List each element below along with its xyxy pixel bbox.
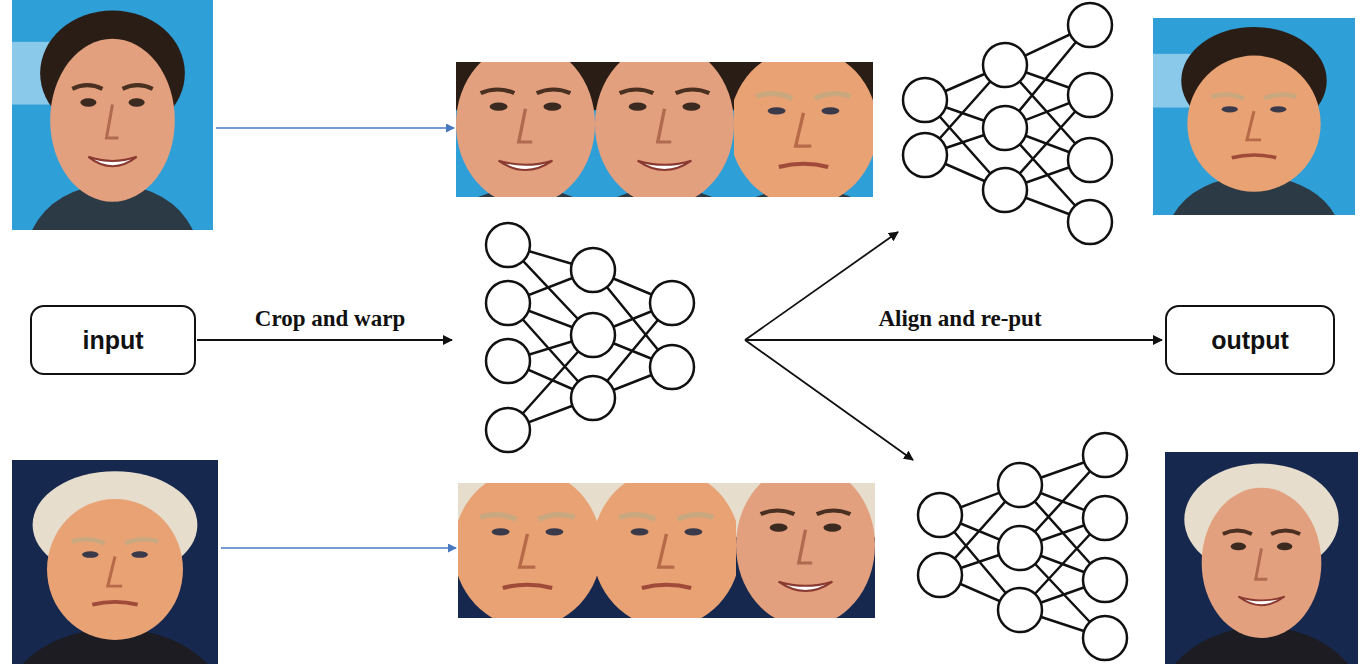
box-label: input: [82, 326, 143, 355]
box-label: output: [1211, 326, 1289, 355]
process-box: output: [1165, 305, 1335, 375]
arrow-label: Crop and warp: [252, 306, 408, 332]
process-box: input: [30, 305, 196, 375]
arrow-label: Align and re-put: [875, 306, 1044, 332]
